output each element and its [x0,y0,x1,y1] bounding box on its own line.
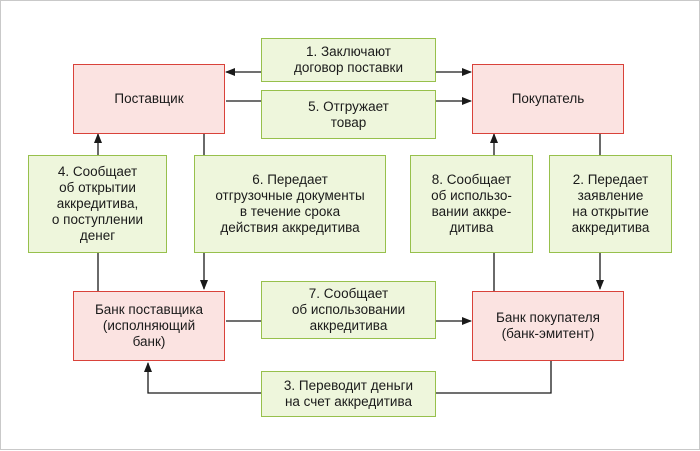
node-supplier: Поставщик [73,64,225,134]
node-buyer-bank-label: Банк покупателя (банк-эмитент) [496,310,600,341]
step-6-send-documents: 6. Передает отгрузочные документы в тече… [194,155,386,253]
step-6-label: 6. Передает отгрузочные документы в тече… [215,172,365,235]
node-supplier-bank: Банк поставщика (исполняющий банк) [73,291,225,361]
step-3-transfer-funds: 3. Переводит деньги на счет аккредитива [261,371,436,417]
step-8-notify-usage: 8. Сообщает об использо- вании аккре- ди… [410,155,533,253]
step-5-ship-goods: 5. Отгружает товар [261,90,436,139]
step-4-label: 4. Сообщает об открытии аккредитива, о п… [51,164,144,243]
node-supplier-label: Поставщик [114,91,184,106]
step-1-contract: 1. Заключают договор поставки [261,38,436,82]
node-supplier-bank-label: Банк поставщика (исполняющий банк) [94,302,204,349]
step-7-label: 7. Сообщает об использовании аккредитива [291,286,406,333]
step-7-notify-usage-bank: 7. Сообщает об использовании аккредитива [261,281,436,339]
step-2-submit-application: 2. Передает заявление на открытие аккред… [549,155,672,253]
step-4-notify-opening: 4. Сообщает об открытии аккредитива, о п… [28,155,167,253]
node-buyer: Покупатель [472,64,624,134]
step-8-label: 8. Сообщает об использо- вании аккре- ди… [431,172,512,235]
step-3-label: 3. Переводит деньги на счет аккредитива [283,378,414,409]
node-buyer-bank: Банк покупателя (банк-эмитент) [472,291,624,361]
step-2-label: 2. Передает заявление на открытие аккред… [571,172,650,235]
node-buyer-label: Покупатель [511,91,585,106]
step-5-label: 5. Отгружает товар [308,98,389,130]
step-1-label: 1. Заключают договор поставки [293,44,404,75]
